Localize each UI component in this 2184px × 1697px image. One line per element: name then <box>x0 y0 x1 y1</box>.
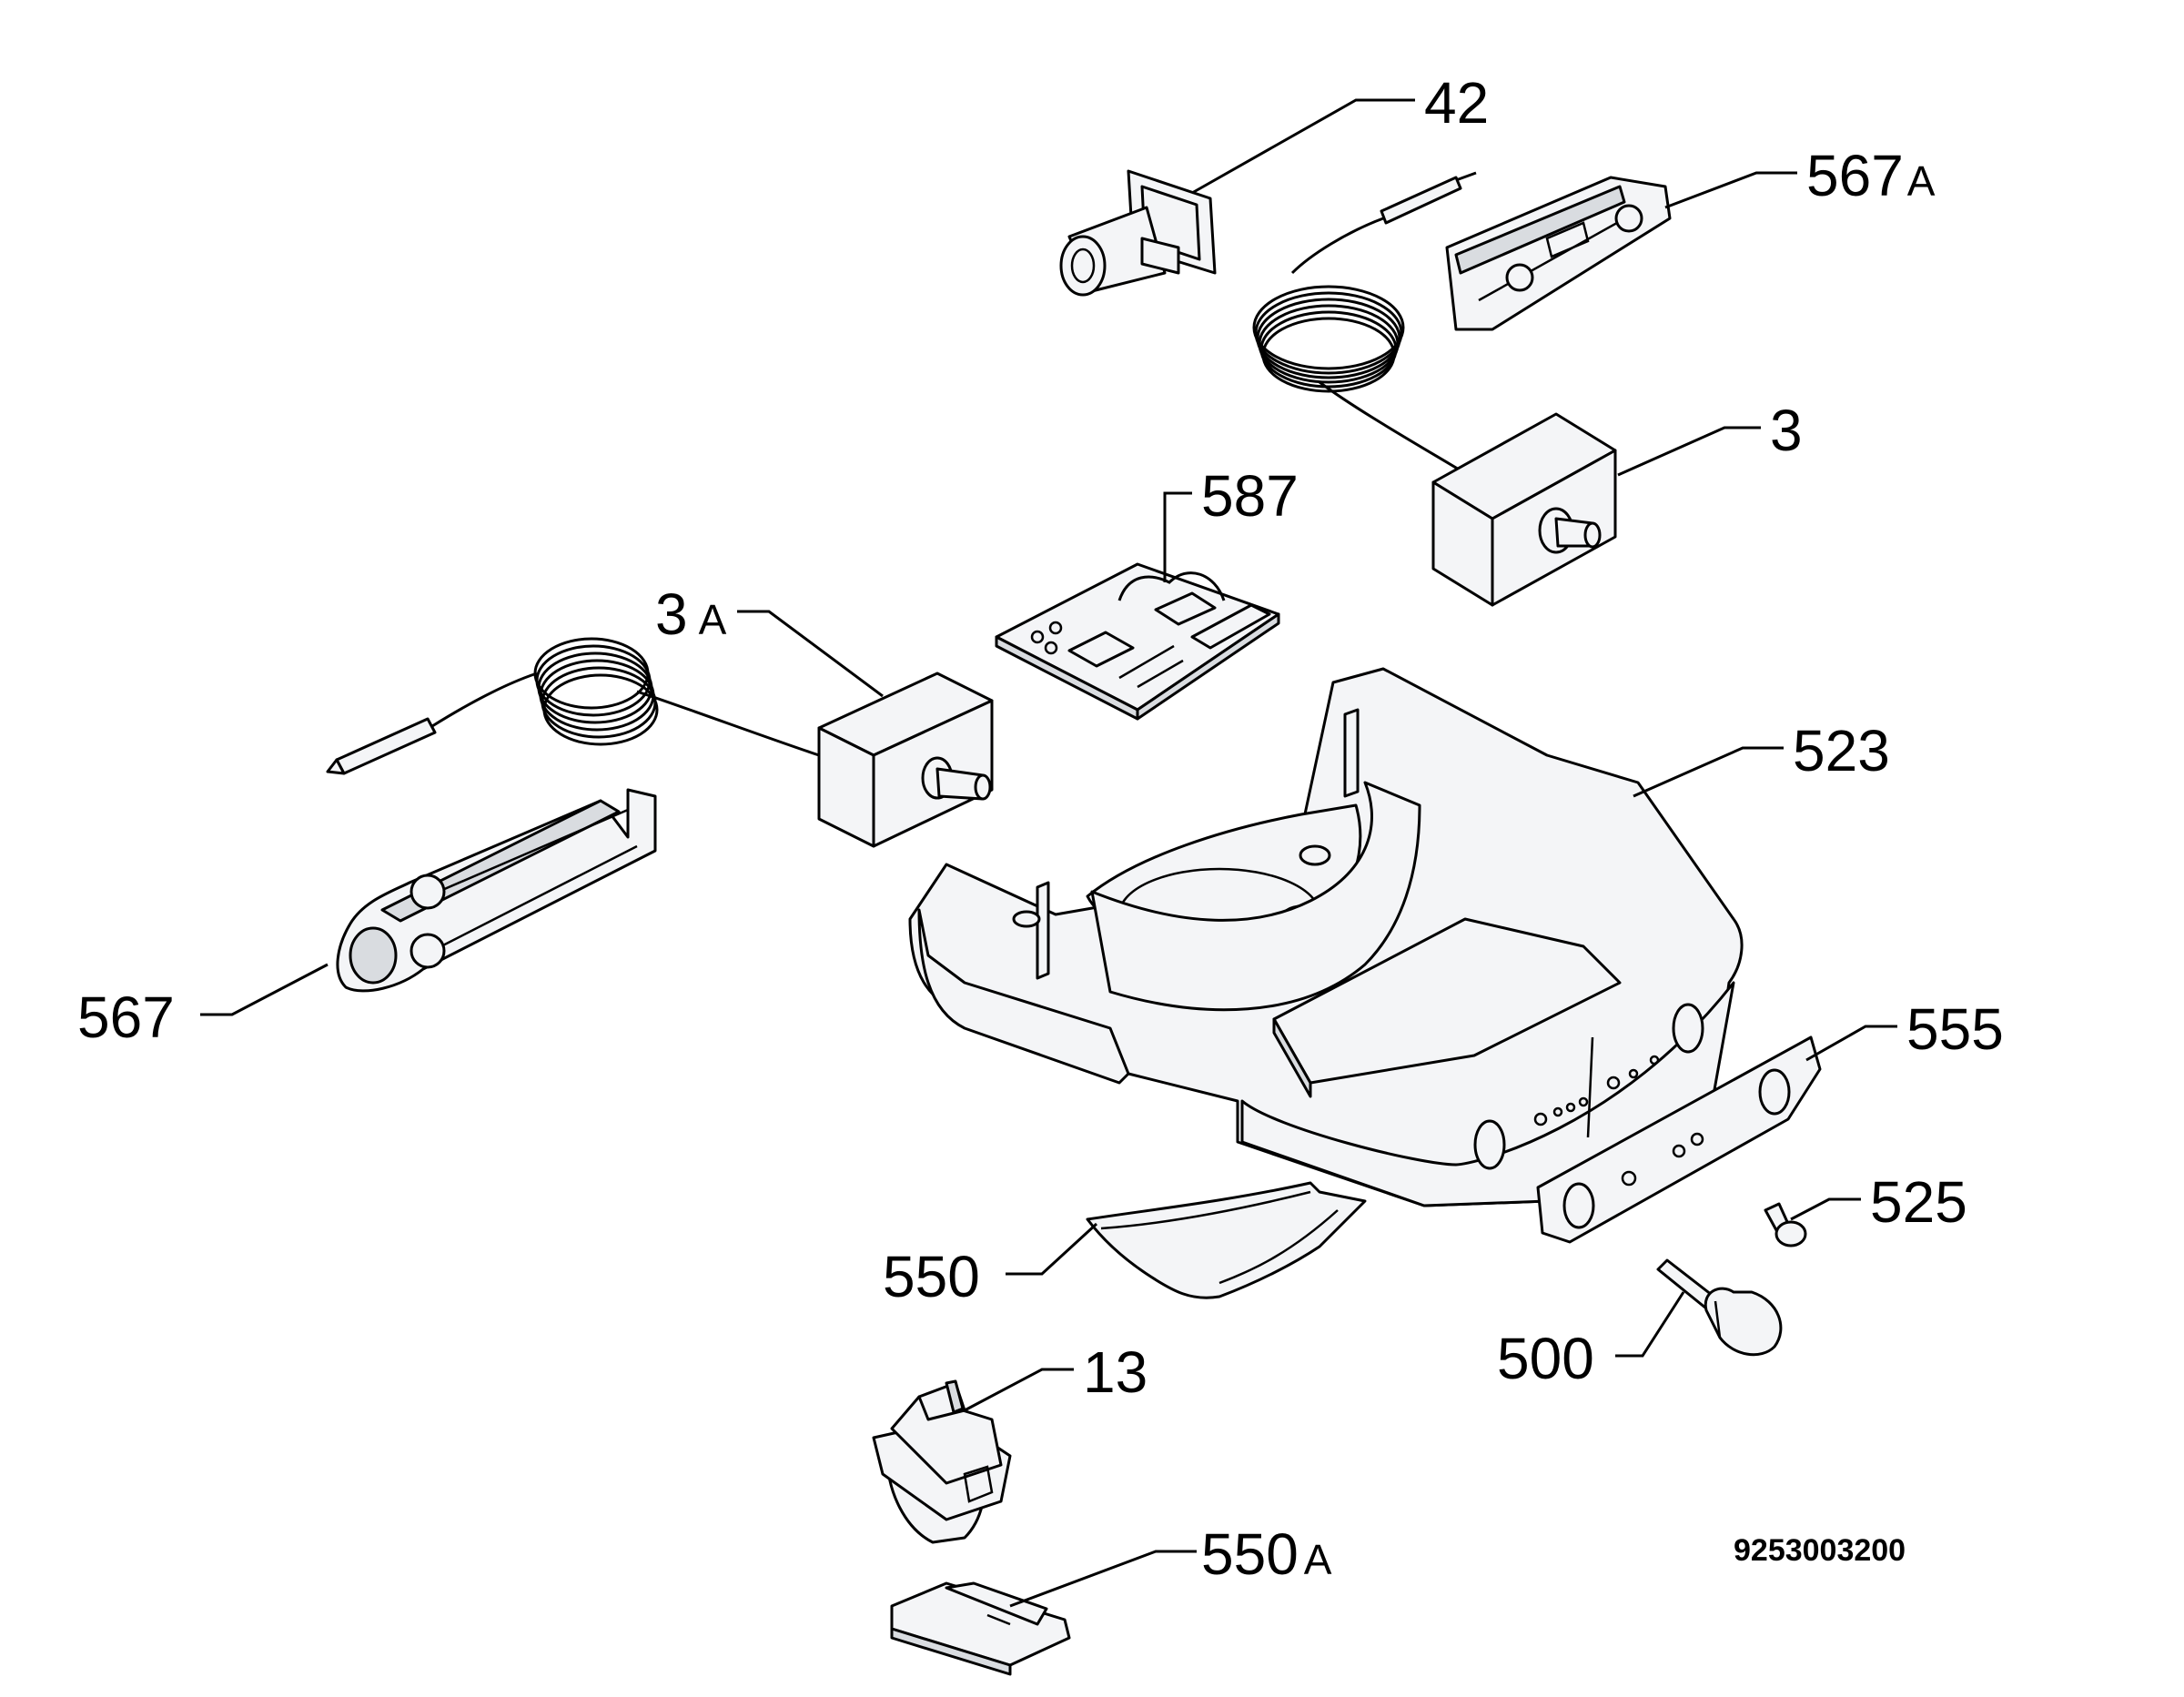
part-523-housing <box>908 667 1744 1207</box>
callout-550: 550 <box>883 1244 980 1309</box>
callout-587: 587 <box>1201 463 1299 529</box>
leader-555 <box>1805 1025 1897 1062</box>
callout-555: 555 <box>1906 996 2004 1062</box>
leader-3 <box>1617 426 1761 477</box>
callout-500: 500 <box>1497 1326 1594 1391</box>
part-587-circuit-board <box>995 562 1280 721</box>
part-550A-clip <box>890 1581 1071 1676</box>
leader-3A <box>737 610 884 698</box>
leader-525 <box>1790 1197 1861 1221</box>
part-555-front-strip <box>1536 1035 1822 1244</box>
part-525-knob <box>1764 1202 1807 1247</box>
leader-587 <box>1163 491 1192 582</box>
part-567-hinge <box>336 788 657 993</box>
callout-525: 525 <box>1870 1169 1967 1235</box>
document-number: 9253003200 <box>1734 1533 1906 1568</box>
callout-567A: 567A <box>1806 143 1936 208</box>
leader-42 <box>1191 98 1415 195</box>
part-3-thermostat <box>1252 171 1617 607</box>
callout-13: 13 <box>1083 1339 1148 1405</box>
callout-42: 42 <box>1424 70 1489 136</box>
leader-13 <box>964 1368 1074 1412</box>
callout-3: 3 <box>1770 398 1803 463</box>
part-567A-bracket <box>1445 176 1672 331</box>
part-3A-thermostat <box>326 637 994 848</box>
leader-550A <box>1009 1550 1197 1608</box>
part-42-lamp-holder <box>1059 169 1217 297</box>
callout-523: 523 <box>1793 718 1890 783</box>
leader-567 <box>200 963 329 1016</box>
callout-567: 567 <box>77 985 175 1050</box>
leader-523 <box>1633 746 1784 798</box>
leader-500 <box>1615 1291 1685 1358</box>
leader-550 <box>1006 1222 1098 1276</box>
leader-567A <box>1664 171 1797 209</box>
part-13-switch <box>872 1379 1012 1544</box>
part-500-lamp <box>1656 1258 1783 1357</box>
part-550-trim <box>1086 1181 1367 1299</box>
